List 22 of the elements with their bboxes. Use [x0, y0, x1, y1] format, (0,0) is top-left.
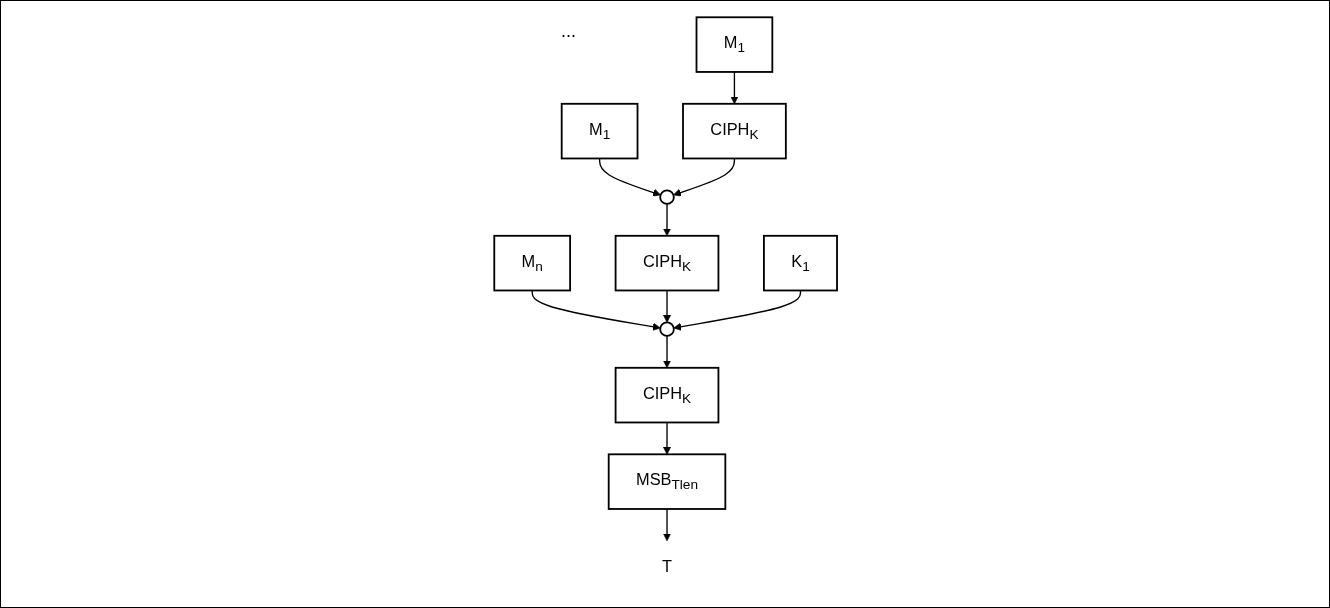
arrow	[663, 508, 672, 542]
node-box: K$_{1}$	[763, 234, 839, 292]
arrow	[673, 157, 736, 197]
node-box: M$_{1}$	[561, 102, 639, 160]
node-box: CIPH$_{K}$	[682, 102, 788, 160]
node-box: M$_{1}$	[695, 16, 774, 73]
arrow	[663, 335, 672, 369]
arrow	[531, 289, 661, 331]
node-circle	[659, 189, 676, 205]
arrow	[663, 203, 672, 237]
arrow	[730, 71, 739, 105]
arrow	[599, 157, 662, 197]
arrow	[673, 289, 802, 331]
ellipsis-label: ...	[561, 21, 576, 41]
node-box: CIPH$_{K}$	[615, 366, 720, 424]
node-circle	[659, 321, 676, 337]
node-box: MSB$_{Tlen}$	[608, 453, 727, 510]
node-box: M$_{n}$	[493, 234, 572, 292]
node-text: T	[662, 557, 673, 576]
arrow	[663, 289, 672, 323]
node-box: CIPH$_{K}$	[615, 234, 720, 292]
arrow	[663, 421, 672, 455]
